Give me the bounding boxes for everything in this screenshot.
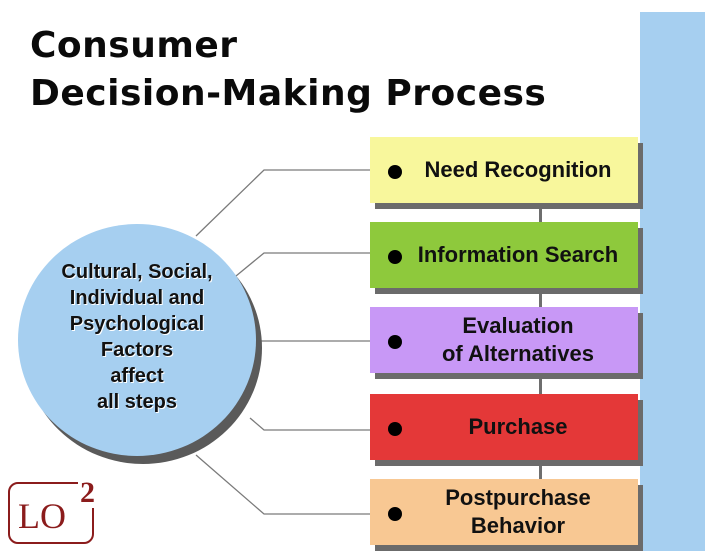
factors-line: Cultural, Social, <box>61 261 213 283</box>
step-information-search: Information Search <box>370 222 638 288</box>
bullet-icon <box>388 250 402 264</box>
bullet-icon <box>388 165 402 179</box>
step-label: Information Search <box>370 241 638 269</box>
step-label: Need Recognition <box>370 156 638 184</box>
step-label: Purchase <box>370 413 638 441</box>
bullet-icon <box>388 335 402 349</box>
bullet-icon <box>388 507 402 521</box>
step-label: Evaluation of Alternatives <box>370 312 638 368</box>
factors-line: Individual and <box>69 287 205 309</box>
step-evaluation-of-alternatives: Evaluation of Alternatives <box>370 307 638 373</box>
factors-text: Cultural, Social, Individual and Psychol… <box>41 259 232 415</box>
factors-line: affect <box>110 365 164 387</box>
factors-line: Factors <box>100 339 174 361</box>
side-accent-bar <box>640 12 705 551</box>
step-purchase: Purchase <box>370 394 638 460</box>
step-label-line: Need Recognition <box>424 157 612 182</box>
factors-line: all steps <box>96 391 178 413</box>
step-label-line: Behavior <box>470 513 566 538</box>
logo-text: LO <box>18 496 66 536</box>
factors-line: Psychological <box>69 313 205 335</box>
connector-information-search <box>235 252 394 277</box>
step-label-line: Evaluation <box>462 313 574 338</box>
factors-circle: Cultural, Social, Individual and Psychol… <box>18 224 256 456</box>
connector-need-recognition <box>195 169 394 237</box>
step-postpurchase-behavior: Postpurchase Behavior <box>370 479 638 545</box>
step-label-line: Postpurchase <box>445 485 591 510</box>
step-need-recognition: Need Recognition <box>370 137 638 203</box>
logo-superscript: 2 <box>78 476 97 509</box>
lo2-logo: LO 2 <box>8 478 97 544</box>
page-title: Consumer Decision-Making Process <box>30 22 546 118</box>
step-label-line: Information Search <box>417 242 619 267</box>
step-label: Postpurchase Behavior <box>370 484 638 540</box>
title-line-1: Consumer <box>30 25 238 66</box>
connector-purchase <box>249 417 394 431</box>
step-label-line: of Alternatives <box>441 341 594 366</box>
bullet-icon <box>388 422 402 436</box>
title-line-2: Decision-Making Process <box>30 73 547 114</box>
connector-postpurchase <box>195 454 394 515</box>
step-label-line: Purchase <box>468 414 568 439</box>
